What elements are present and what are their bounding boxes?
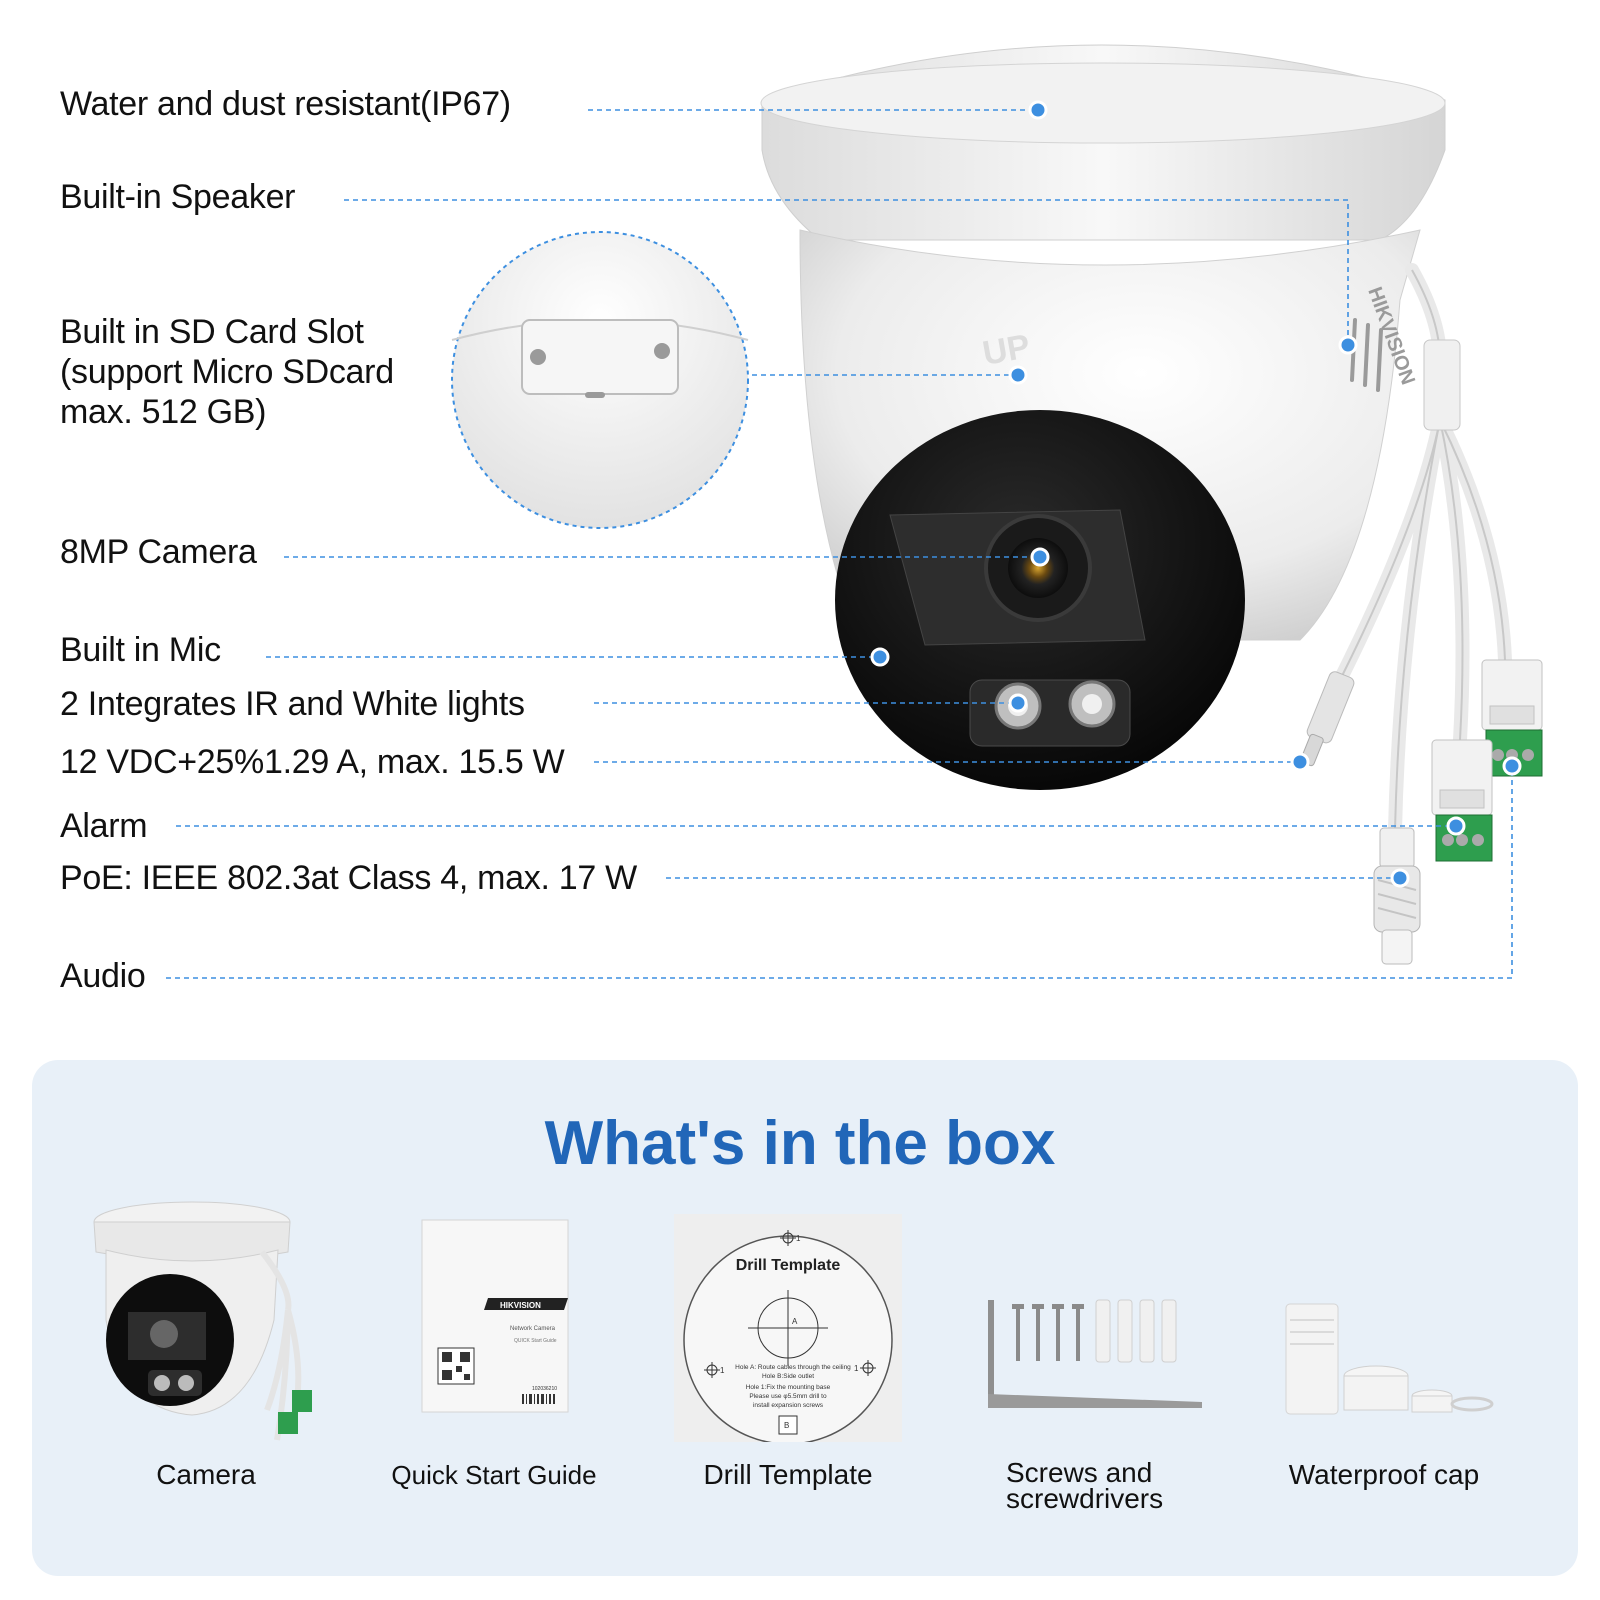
box-title: What's in the box xyxy=(544,1109,1056,1178)
svg-text:Hole 1:Fix the mounting base: Hole 1:Fix the mounting base xyxy=(746,1384,831,1391)
svg-text:1: 1 xyxy=(796,1234,801,1243)
barcode-icon xyxy=(522,1394,555,1404)
feature-mic: Built in Mic xyxy=(60,631,221,669)
svg-text:1: 1 xyxy=(854,1364,859,1373)
sd-card-zoom xyxy=(451,231,749,529)
svg-text:B: B xyxy=(784,1421,789,1430)
feature-speaker: Built-in Speaker xyxy=(60,178,296,216)
box-item-camera: Camera xyxy=(156,1459,256,1490)
alarm-terminal-block xyxy=(1431,739,1493,862)
feature-poe: PoE: IEEE 802.3at Class 4, max. 17 W xyxy=(60,859,637,897)
quick-start-guide-thumbnail: HIKVISION Network Camera QUICK Start Gui… xyxy=(421,1219,569,1413)
svg-text:Please use φ5.5mm drill to: Please use φ5.5mm drill to xyxy=(749,1393,827,1400)
drill-template-heading: Drill Template xyxy=(736,1257,841,1274)
callout-lines xyxy=(166,109,1513,979)
svg-text:install expansion screws: install expansion screws xyxy=(753,1402,824,1409)
drill-template-thumbnail: 1 Drill Template A 1 1 Hole A: Route cab… xyxy=(674,1214,902,1442)
feature-power: 12 VDC+25%1.29 A, max. 15.5 W xyxy=(60,743,565,781)
screw-icon xyxy=(654,343,670,359)
feature-lights: 2 Integrates IR and White lights xyxy=(60,685,525,723)
screw-icon xyxy=(530,349,546,365)
camera-lens xyxy=(1008,538,1068,598)
waterproof-cap-icon xyxy=(1285,1303,1494,1415)
screw-icon xyxy=(1012,1304,1084,1361)
screws-thumbnail xyxy=(988,1299,1202,1408)
feature-camera: 8MP Camera xyxy=(60,533,257,571)
screwdriver-icon xyxy=(988,1300,1202,1408)
svg-text:1: 1 xyxy=(720,1366,725,1375)
box-item-screws: Screws and screwdrivers xyxy=(1006,1457,1164,1514)
cable-outline xyxy=(1339,269,1506,831)
audio-terminal-block xyxy=(1481,659,1543,777)
box-item-drill-template: Drill Template xyxy=(703,1459,873,1490)
camera-thumbnail xyxy=(93,1201,312,1441)
feature-audio: Audio xyxy=(60,957,146,995)
wall-anchor-icon xyxy=(1095,1299,1177,1363)
feature-alarm: Alarm xyxy=(60,807,148,845)
up-marking: UP xyxy=(980,327,1033,373)
cable-junction xyxy=(1423,339,1461,431)
box-item-quick-start-guide: Quick Start Guide xyxy=(391,1460,597,1490)
feature-ip67: Water and dust resistant(IP67) xyxy=(60,85,511,123)
rj45-connector xyxy=(1373,827,1421,965)
svg-text:A: A xyxy=(792,1317,798,1326)
svg-text:102036210: 102036210 xyxy=(532,1386,557,1392)
guide-brand: HIKVISION xyxy=(500,1301,541,1310)
svg-text:Hole A: Route cables through t: Hole A: Route cables through the ceiling xyxy=(735,1364,851,1371)
feature-sd-card: Built in SD Card Slot (support Micro SDc… xyxy=(60,313,394,431)
svg-text:Hole B:Side outlet: Hole B:Side outlet xyxy=(762,1373,814,1380)
svg-text:QUICK Start Guide: QUICK Start Guide xyxy=(514,1338,557,1344)
callout-dots xyxy=(870,100,1522,888)
camera-body: HIKVISION UP xyxy=(760,44,1446,790)
svg-text:Network Camera: Network Camera xyxy=(510,1326,556,1332)
dc-power-connector xyxy=(1300,671,1355,767)
waterproof-cap-thumbnail xyxy=(1285,1303,1494,1415)
box-item-waterproof-cap: Waterproof cap xyxy=(1288,1459,1480,1490)
